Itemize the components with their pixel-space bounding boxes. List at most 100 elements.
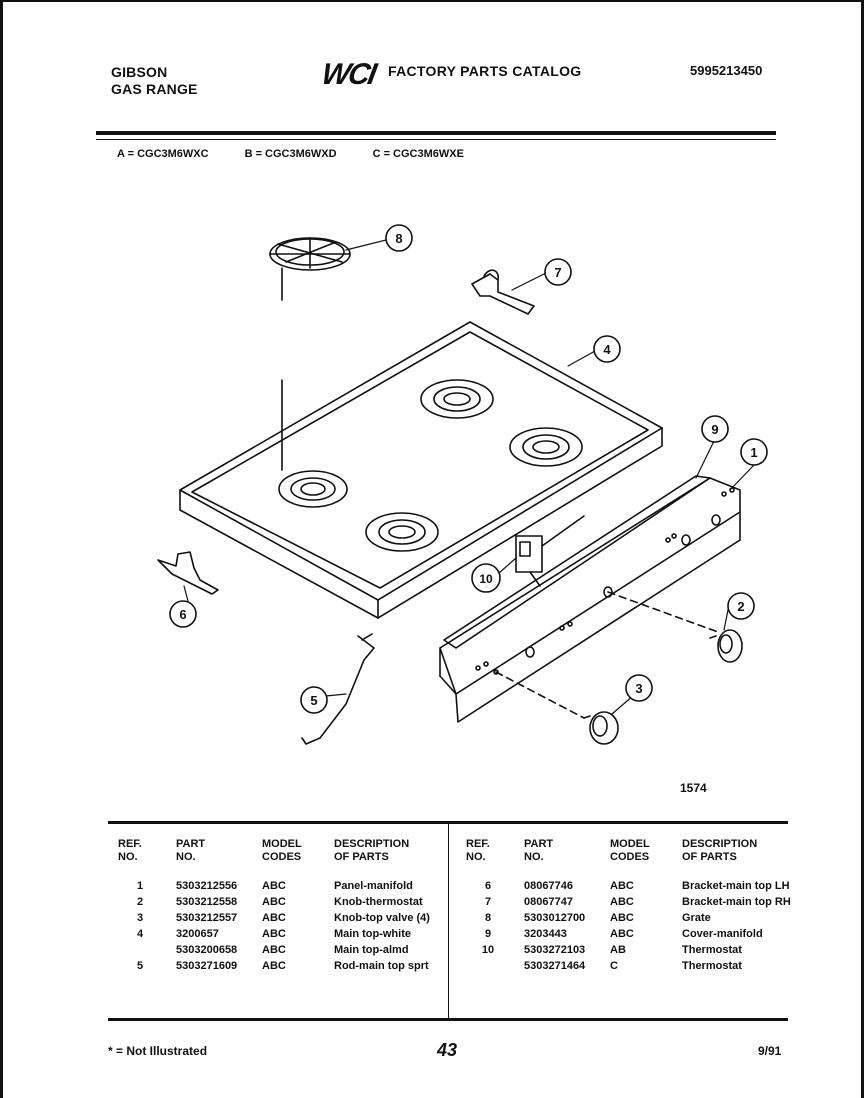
grate-drawing bbox=[269, 237, 351, 301]
row-ref: 3 bbox=[136, 912, 144, 924]
callout-7: 7 bbox=[544, 258, 572, 286]
row-description: Main top-white bbox=[334, 928, 411, 940]
row-description: Cover-manifold bbox=[682, 928, 763, 940]
row-model-codes: ABC bbox=[262, 912, 286, 924]
model-b: B = CGC3M6WXD bbox=[244, 148, 337, 160]
row-ref: 2 bbox=[136, 896, 144, 908]
callout-9: 9 bbox=[701, 415, 729, 443]
table-row: 10 5303272103 AB Thermostat bbox=[466, 942, 812, 958]
row-part-no: 5303271464 bbox=[524, 960, 586, 972]
support-rod-drawing bbox=[301, 633, 375, 745]
row-model-codes: ABC bbox=[610, 912, 634, 924]
row-model-codes: ABC bbox=[262, 880, 286, 892]
not-illustrated-note: * = Not Illustrated bbox=[108, 1044, 208, 1058]
row-description: Thermostat bbox=[682, 944, 742, 956]
callout-4: 4 bbox=[593, 335, 621, 363]
callout-1: 1 bbox=[740, 438, 768, 466]
row-part-no: 5303271609 bbox=[176, 960, 238, 972]
row-model-codes: ABC bbox=[262, 944, 286, 956]
callout-4-label: 4 bbox=[603, 342, 611, 357]
manifold-panel-drawing bbox=[439, 475, 741, 723]
table-column-divider bbox=[448, 824, 449, 1018]
row-description: Bracket-main top RH bbox=[682, 896, 791, 908]
row-model-codes: C bbox=[610, 960, 618, 972]
bracket-rh-drawing bbox=[471, 269, 535, 315]
header-rule-thin bbox=[96, 139, 776, 140]
row-ref: 4 bbox=[136, 928, 144, 940]
table-row: 4 3200657 ABC Main top-white bbox=[118, 926, 464, 942]
table-row: 9 3203443 ABC Cover-manifold bbox=[466, 926, 812, 942]
model-c: C = CGC3M6WXE bbox=[372, 148, 464, 160]
callout-2: 2 bbox=[727, 592, 755, 620]
callout-3-label: 3 bbox=[635, 681, 642, 696]
catalog-number: 5995213450 bbox=[690, 63, 763, 78]
row-description: Thermostat bbox=[682, 960, 742, 972]
header-ref: REF.NO. bbox=[118, 838, 142, 863]
frame-top-edge bbox=[0, 0, 864, 2]
table-row: 6 08067746 ABC Bracket-main top LH bbox=[466, 878, 812, 894]
row-description: Bracket-main top LH bbox=[682, 880, 790, 892]
callout-5: 5 bbox=[300, 686, 328, 714]
callout-9-label: 9 bbox=[711, 422, 718, 437]
row-ref: 6 bbox=[484, 880, 492, 892]
frame-left-edge bbox=[0, 0, 3, 1098]
catalog-title: FACTORY PARTS CATALOG bbox=[388, 63, 582, 79]
row-model-codes: AB bbox=[610, 944, 626, 956]
product-name: GAS RANGE bbox=[111, 81, 198, 97]
header-brand-block: GIBSON GAS RANGE bbox=[111, 64, 198, 98]
callout-7-label: 7 bbox=[554, 265, 561, 280]
frame-right-edge bbox=[861, 0, 864, 1098]
knob-top-valve-drawing bbox=[495, 671, 619, 745]
callout-5-label: 5 bbox=[310, 693, 317, 708]
table-row: 5 5303271609 ABC Rod-main top sprt bbox=[118, 958, 464, 974]
header-ref: REF.NO. bbox=[466, 838, 490, 863]
wci-logo: WCI bbox=[319, 58, 378, 91]
row-description: Panel-manifold bbox=[334, 880, 413, 892]
row-part-no: 5303012700 bbox=[524, 912, 586, 924]
table-row: 1 5303212556 ABC Panel-manifold bbox=[118, 878, 464, 894]
row-model-codes: ABC bbox=[610, 880, 634, 892]
thermostat-drawing bbox=[515, 515, 585, 587]
row-part-no: 5303200658 bbox=[176, 944, 238, 956]
row-ref: 7 bbox=[484, 896, 492, 908]
row-part-no: 5303212556 bbox=[176, 880, 238, 892]
knob-thermostat-drawing bbox=[607, 591, 743, 663]
row-part-no: 5303212557 bbox=[176, 912, 238, 924]
row-part-no: 3200657 bbox=[176, 928, 219, 940]
row-ref: 9 bbox=[484, 928, 492, 940]
row-description: Grate bbox=[682, 912, 711, 924]
callout-1-label: 1 bbox=[750, 445, 757, 460]
bracket-lh-drawing bbox=[157, 551, 219, 595]
row-model-codes: ABC bbox=[610, 896, 634, 908]
row-model-codes: ABC bbox=[262, 896, 286, 908]
table-row: 5303271464 C Thermostat bbox=[466, 958, 812, 974]
exploded-parts-diagram: 1 2 3 4 5 6 7 8 9 10 bbox=[157, 224, 768, 745]
row-part-no: 3203443 bbox=[524, 928, 567, 940]
callout-leaders bbox=[183, 239, 755, 715]
row-ref: 10 bbox=[481, 944, 495, 956]
table-row: 2 5303212558 ABC Knob-thermostat bbox=[118, 894, 464, 910]
row-part-no: 08067746 bbox=[524, 880, 573, 892]
callout-10: 10 bbox=[471, 563, 501, 593]
table-bottom-rule bbox=[108, 1018, 788, 1021]
model-codes-line: A = CGC3M6WXC B = CGC3M6WXD C = CGC3M6WX… bbox=[117, 148, 464, 160]
row-description: Rod-main top sprt bbox=[334, 960, 429, 972]
callout-8-label: 8 bbox=[395, 231, 402, 246]
main-top-drawing bbox=[179, 321, 663, 619]
revision-date: 9/91 bbox=[758, 1044, 782, 1058]
row-ref bbox=[118, 942, 176, 958]
row-part-no: 5303212558 bbox=[176, 896, 238, 908]
row-ref: 5 bbox=[136, 960, 144, 972]
row-description: Knob-thermostat bbox=[334, 896, 423, 908]
callout-10-label: 10 bbox=[479, 572, 493, 586]
row-model-codes: ABC bbox=[262, 960, 286, 972]
header-rule bbox=[96, 131, 776, 135]
